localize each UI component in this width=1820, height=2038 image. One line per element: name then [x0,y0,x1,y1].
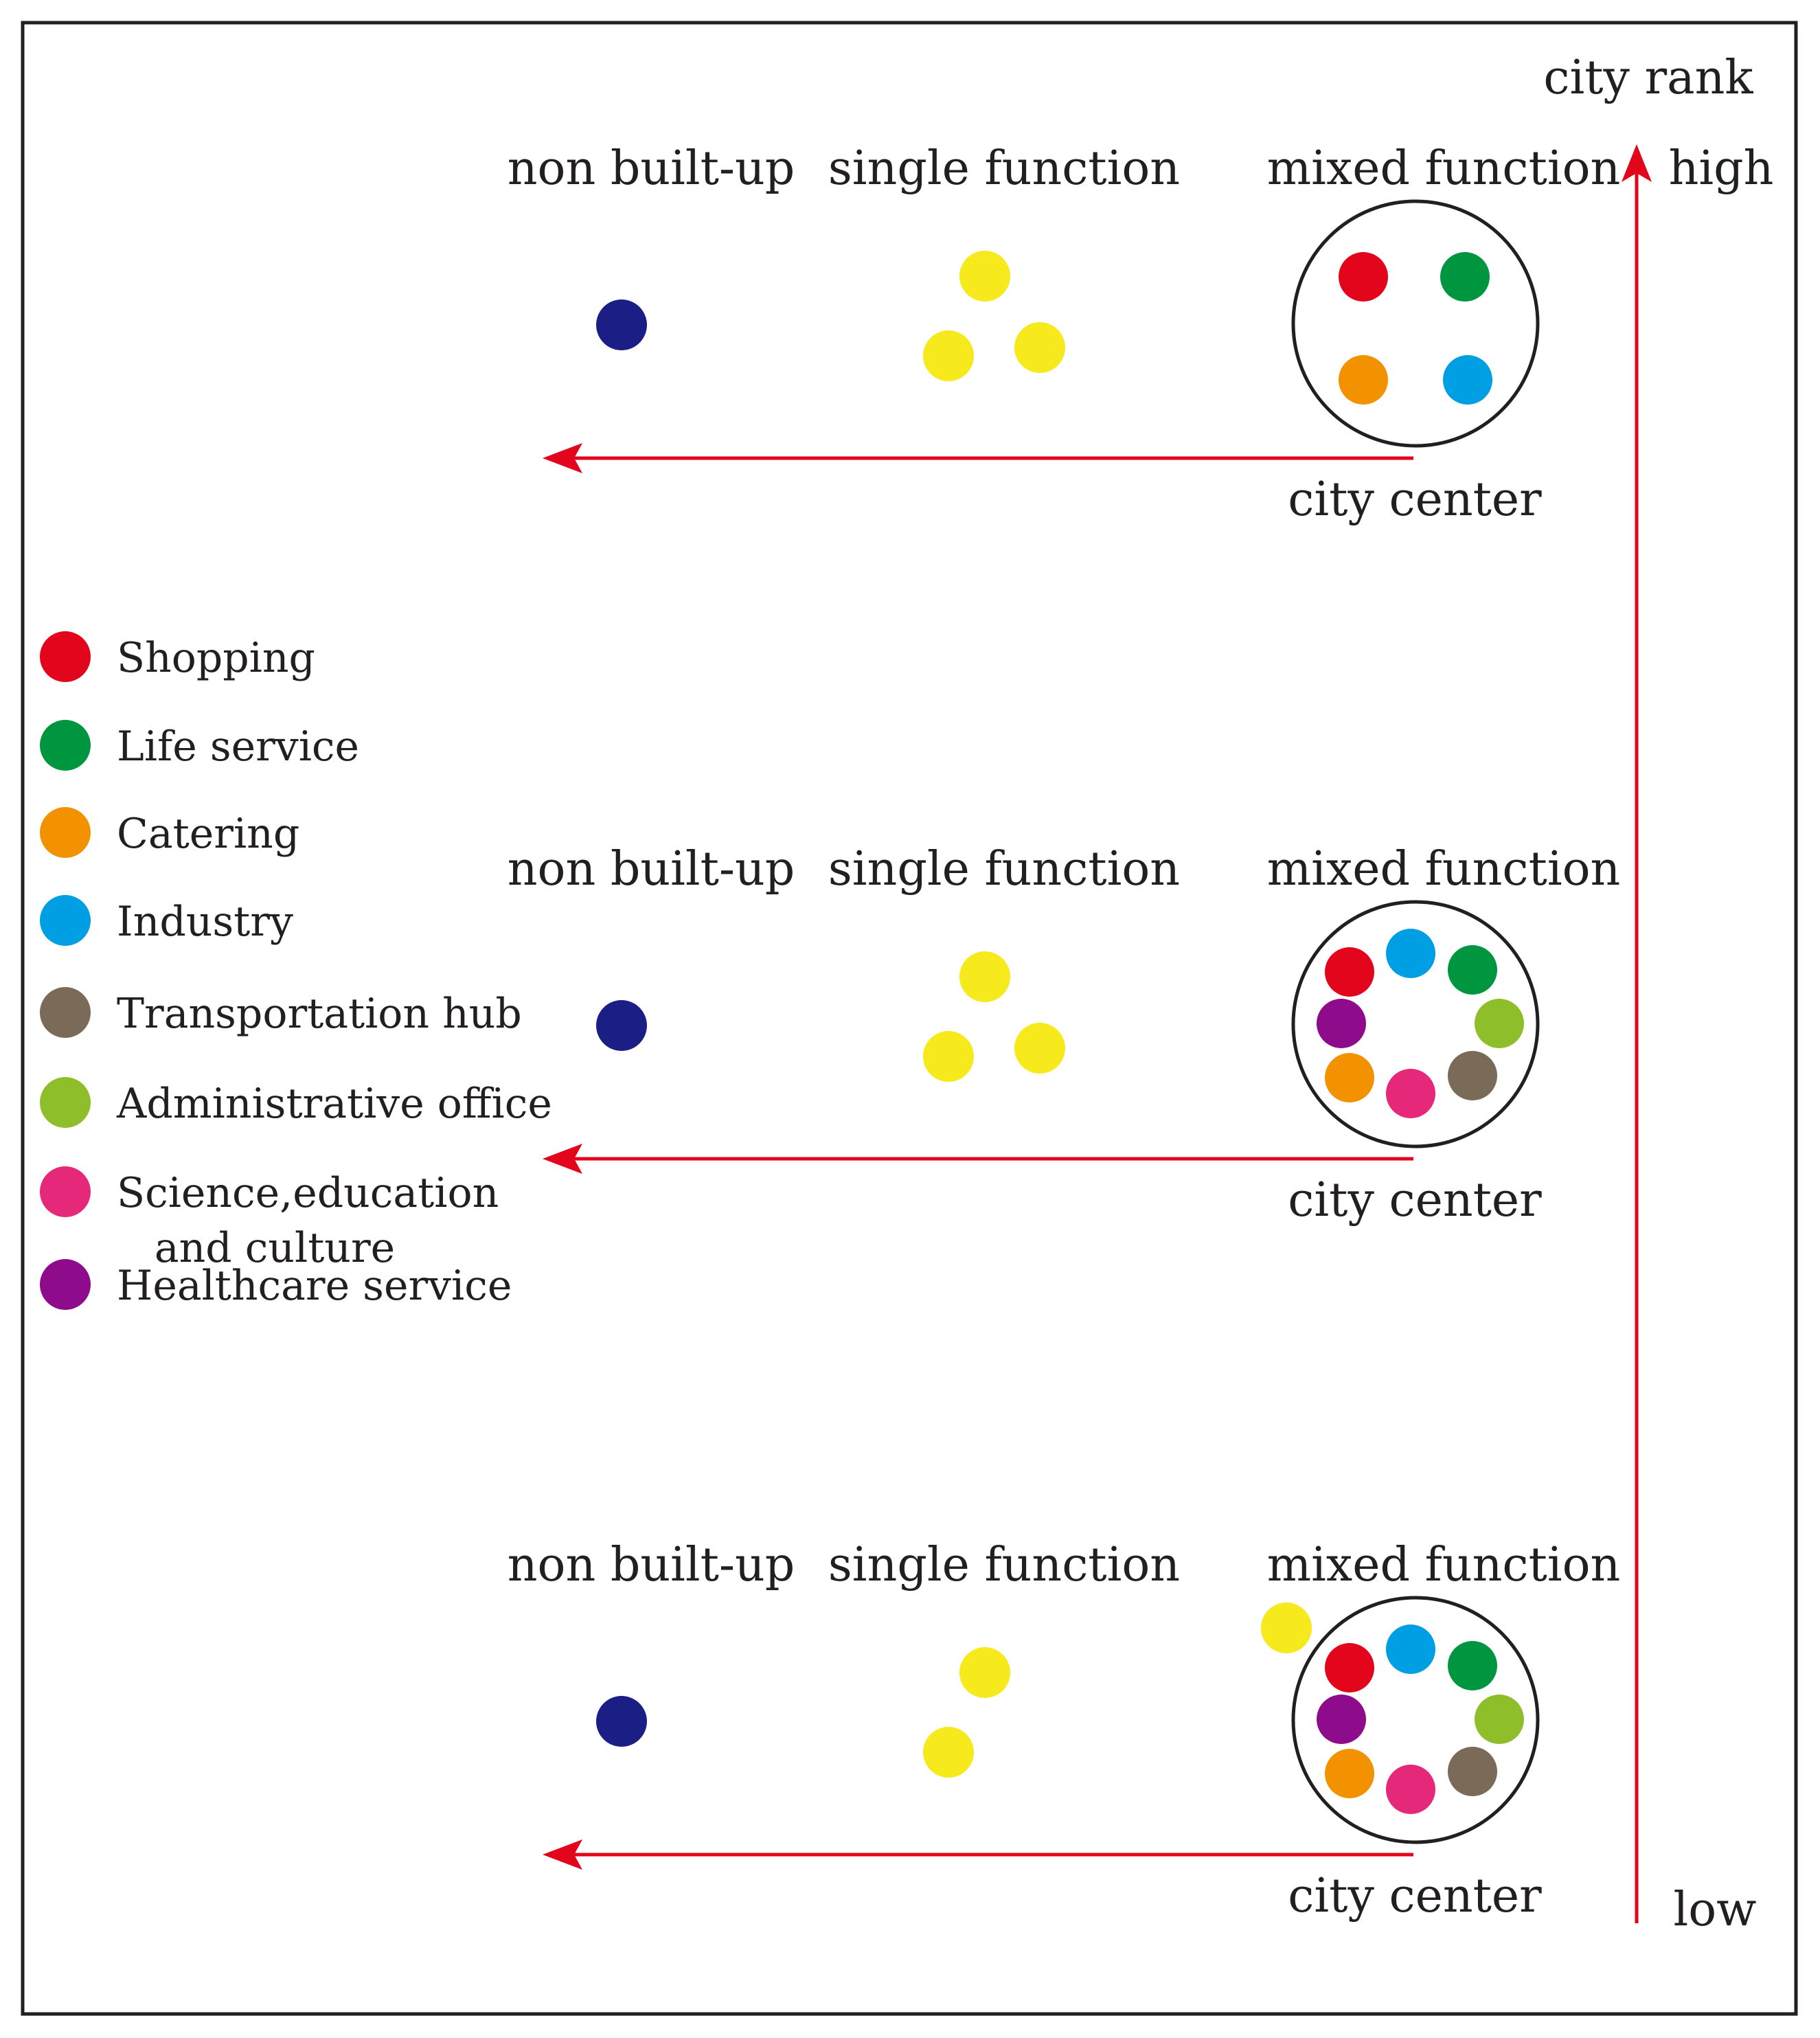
legend-item: Administrative office [40,1077,552,1128]
mixed-function-circle [1291,900,1540,1148]
non-built-up-dot [596,1696,647,1747]
legend-label: Science,education [117,1169,499,1217]
legend-item: Catering [40,807,299,858]
single-function-dot [1014,322,1065,373]
header-non-built-up: non built-up [508,1538,795,1592]
city-rank-low-label: low [1674,1883,1757,1937]
legend-label: Catering [117,810,299,858]
legend-swatch [40,720,91,771]
legend-item: Shopping [40,631,315,682]
header-non-built-up: non built-up [508,141,795,196]
city-center-arrowhead [543,1839,582,1870]
rank-row-3: non built-up single function mixed functio… [508,1538,1621,1923]
city-center-label: city center [1288,1173,1542,1227]
mixed-function-dot [1475,999,1524,1048]
legend-label: Administrative office [116,1080,552,1128]
city-rank-high-label: high [1669,141,1774,196]
single-function-dot [1014,1023,1065,1074]
non-built-up-dot [596,299,647,350]
single-function-dot [1261,1603,1312,1653]
non-built-up-dot [596,1000,647,1051]
legend-label: Transportation hub [117,990,522,1038]
mixed-function-dot [1386,1069,1435,1118]
city-rank-title: city rank [1543,51,1753,105]
legend-item: Life service [40,720,359,771]
mixed-function-dot [1448,1747,1497,1796]
mixed-function-dot [1325,1053,1374,1102]
single-function-dot [959,251,1010,302]
mixed-function-dot [1448,945,1497,995]
legend-item: Transportation hub [40,987,522,1038]
city-center-arrowhead [543,1144,582,1174]
mixed-function-dot [1475,1695,1524,1744]
mixed-function-dot [1443,355,1492,405]
city-center-arrowhead [543,443,582,473]
legend-label: Shopping [117,634,315,682]
outer-frame [21,21,1798,2016]
mixed-function-dot [1325,947,1374,997]
legend-swatch [40,987,91,1038]
mixed-function-dot [1339,355,1388,405]
legend-swatch [40,895,91,946]
mixed-function-dot [1325,1643,1374,1692]
legend-swatch [40,807,91,858]
legend-label: Life service [117,723,359,771]
city-center-label: city center [1288,1869,1542,1923]
mixed-function-dot [1440,252,1490,302]
mixed-function-dot [1448,1641,1497,1690]
legend-label: Healthcare service [117,1262,512,1310]
single-function-dot [923,330,974,381]
header-mixed-function: mixed function [1267,1538,1621,1592]
legend-item: Science,education and culture [40,1166,499,1272]
header-single-function: single function [828,141,1180,196]
rank-rows: non built-up single function mixed functio… [508,141,1621,1923]
single-function-dot [923,1031,974,1082]
header-mixed-function: mixed function [1267,141,1621,196]
rank-row-2: non built-up single function mixed functio… [508,842,1621,1227]
mixed-function-dot [1386,1624,1435,1674]
legend-label: and culture [155,1224,395,1272]
single-function-dot [959,1647,1010,1698]
legend-item: Industry [40,895,293,946]
city-rank-arrowhead [1622,144,1652,182]
mixed-function-dot [1448,1051,1497,1100]
header-mixed-function: mixed function [1267,842,1621,896]
mixed-function-circle [1291,199,1540,448]
rank-row-1: non built-up single function mixed functio… [508,141,1621,527]
single-function-dot [959,951,1010,1002]
header-single-function: single function [828,1538,1180,1592]
legend-swatch [40,1077,91,1128]
legend-item: Healthcare service [40,1259,512,1310]
legend-swatch [40,1166,91,1217]
legend-label: Industry [117,898,293,946]
mixed-function-dot [1325,1749,1374,1798]
mixed-function-circle [1291,1596,1540,1844]
mixed-function-dot [1317,1695,1366,1744]
legend-swatch [40,631,91,682]
header-non-built-up: non built-up [508,842,795,896]
legend-swatch [40,1259,91,1310]
city-rank-axis: city rank high low [1543,51,1773,1937]
single-function-dot [923,1727,974,1778]
mixed-function-dot [1386,1765,1435,1814]
mixed-function-dot [1339,252,1388,302]
mixed-function-dot [1386,929,1435,978]
mixed-function-dot [1317,999,1366,1048]
header-single-function: single function [828,842,1180,896]
city-center-label: city center [1288,473,1542,527]
